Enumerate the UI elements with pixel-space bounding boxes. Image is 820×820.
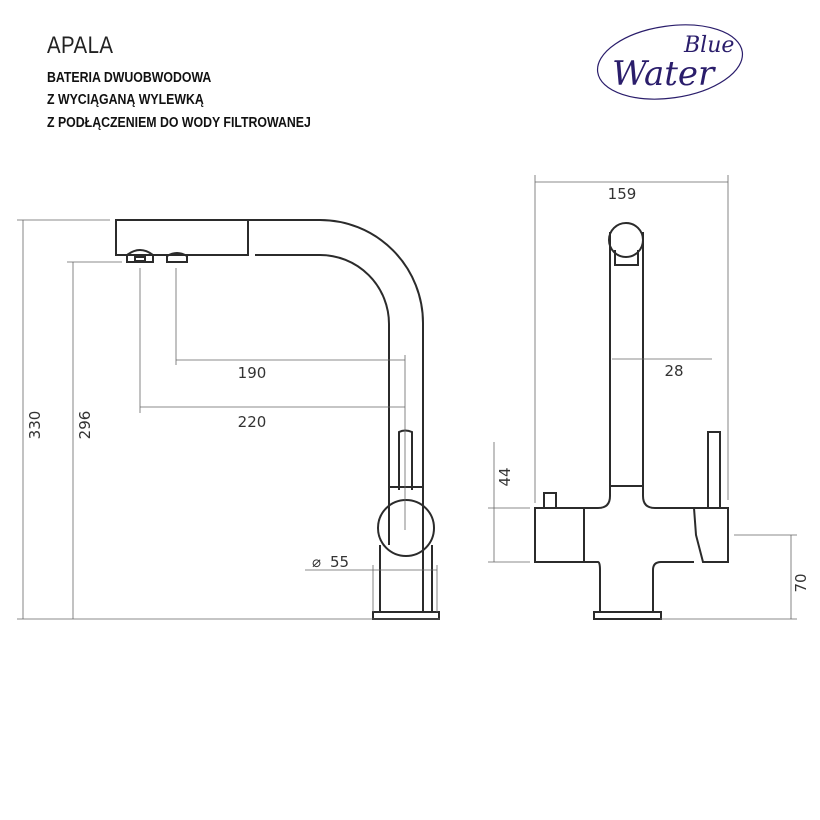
subtitle-line-3: Z PODŁĄCZENIEM DO WODY FILTROWANEJ <box>47 115 311 131</box>
dim-159: 159 <box>608 185 637 203</box>
dim-296: 296 <box>76 411 94 440</box>
product-title: APALA <box>47 32 114 59</box>
subtitle-line-1: BATERIA DWUOBWODOWA <box>47 70 212 86</box>
logo-water-text: Water <box>612 54 716 94</box>
dim-28: 28 <box>664 362 683 380</box>
side-view-dimensions: 330 296 190 220 ⌀ 55 <box>17 219 440 620</box>
subtitle-line-2: Z WYCIĄGANĄ WYLEWKĄ <box>47 92 204 108</box>
dim-44: 44 <box>496 467 514 486</box>
dim-220: 220 <box>238 413 267 431</box>
front-view-faucet <box>534 222 729 620</box>
dim-190: 190 <box>238 364 267 382</box>
dim-70: 70 <box>792 573 810 592</box>
diameter-symbol: ⌀ <box>312 553 321 571</box>
brand-logo: Blue Water <box>596 24 744 100</box>
dim-55: 55 <box>330 553 349 571</box>
side-view-faucet <box>115 219 440 620</box>
logo-blue-text: Blue <box>683 33 734 58</box>
front-view-dimensions: 159 28 44 70 <box>488 175 810 620</box>
dim-330: 330 <box>26 411 44 440</box>
